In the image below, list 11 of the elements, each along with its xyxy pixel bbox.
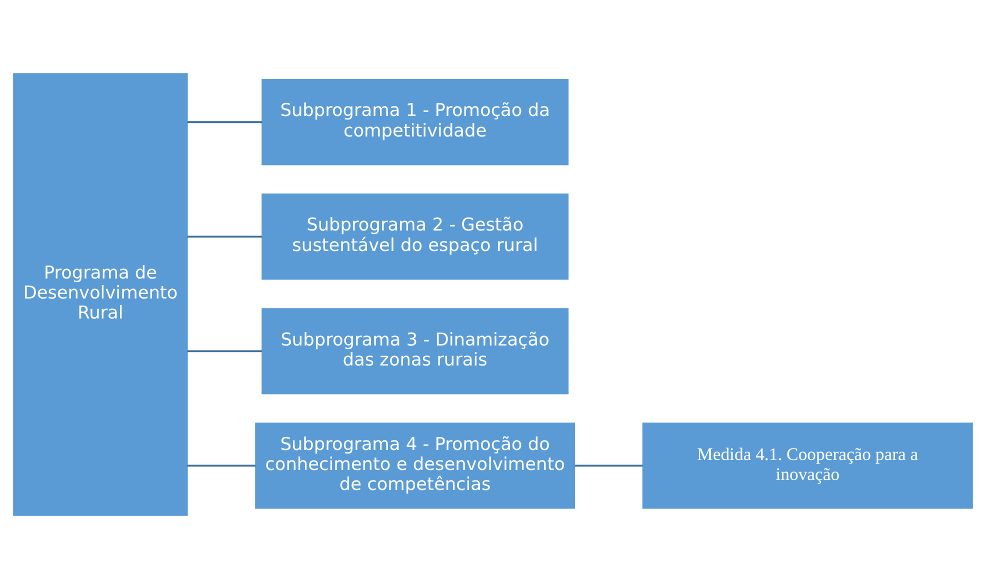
node-box: Subprograma 2 - Gestão sustentável do espaço rural	[262, 193, 569, 280]
connector	[187, 464, 256, 466]
node-box: Subprograma 4 - Promoção do conhecimento e desenvolvimento de competências	[255, 422, 576, 508]
node-box: Medida 4.1. Cooperação para a inovação	[642, 422, 973, 508]
connector	[187, 235, 262, 238]
node-box: Subprograma 1 - Promoção da competitividade	[262, 78, 569, 165]
connector	[187, 350, 262, 352]
connector	[574, 464, 643, 466]
node-box: Programa de Desenvolvimento Rural	[13, 72, 188, 516]
connector	[187, 120, 262, 123]
node-box: Subprograma 3 - Dinamização das zonas rurais	[262, 308, 569, 394]
